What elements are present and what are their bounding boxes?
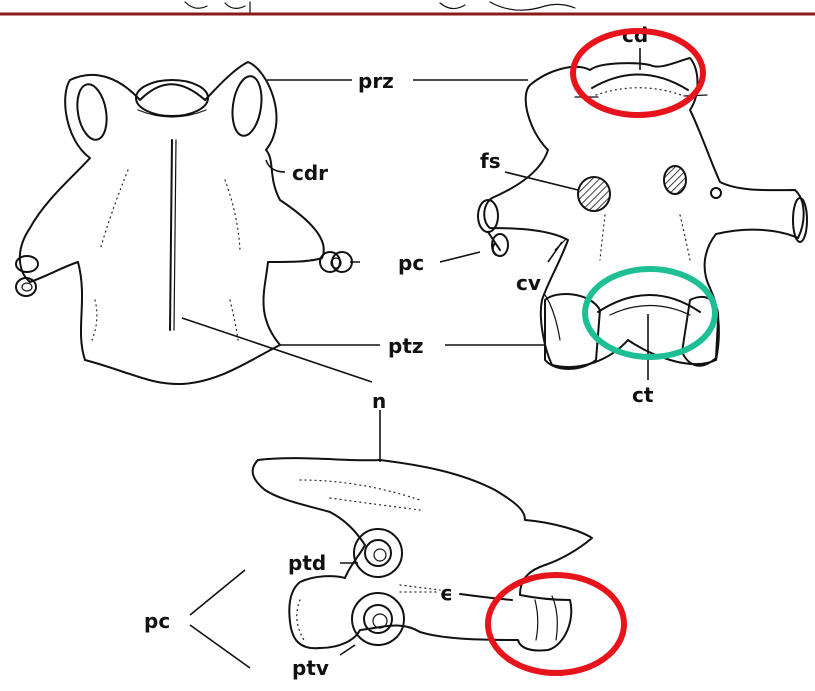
highlight-ellipse-process: [488, 575, 624, 673]
centrum: [598, 295, 700, 312]
dorsal-prezygapophysis-left: [73, 82, 110, 142]
epsilon-label: ϵ: [440, 581, 453, 605]
label-cdr: cdr: [292, 161, 328, 185]
dorsal-costal-process-right: [320, 252, 352, 272]
anterior-view: [478, 58, 807, 369]
label-prz: prz: [358, 69, 394, 93]
label-pc-bottom: pc: [144, 609, 170, 633]
foramen-left: [578, 177, 610, 211]
label-cd: cd: [622, 23, 648, 47]
highlights: [488, 31, 715, 673]
label-cv: cv: [516, 271, 541, 295]
label-fs: fs: [480, 149, 501, 173]
foramen-right: [664, 166, 686, 194]
label-pc-top: pc: [398, 251, 424, 275]
label-ptz: ptz: [388, 334, 424, 358]
label-n: n: [372, 389, 386, 413]
highlight-ellipse-cotyle: [585, 269, 715, 357]
dorsal-view: [16, 62, 352, 384]
labels: cd prz fs cdr pc cv ptz ct n ptd pc ptv: [144, 23, 654, 680]
anterior-view-outline: [484, 58, 803, 367]
label-ptv: ptv: [292, 656, 329, 680]
lateral-ventral-costal-process: [352, 593, 404, 645]
dorsal-prezygapophysis-right: [229, 74, 265, 137]
label-ptd: ptd: [288, 551, 326, 575]
label-ct: ct: [632, 383, 654, 407]
small-foramen: [711, 188, 721, 198]
dorsal-condyle: [136, 80, 208, 116]
neural-crest: [170, 140, 172, 330]
top-border: [0, 2, 815, 14]
